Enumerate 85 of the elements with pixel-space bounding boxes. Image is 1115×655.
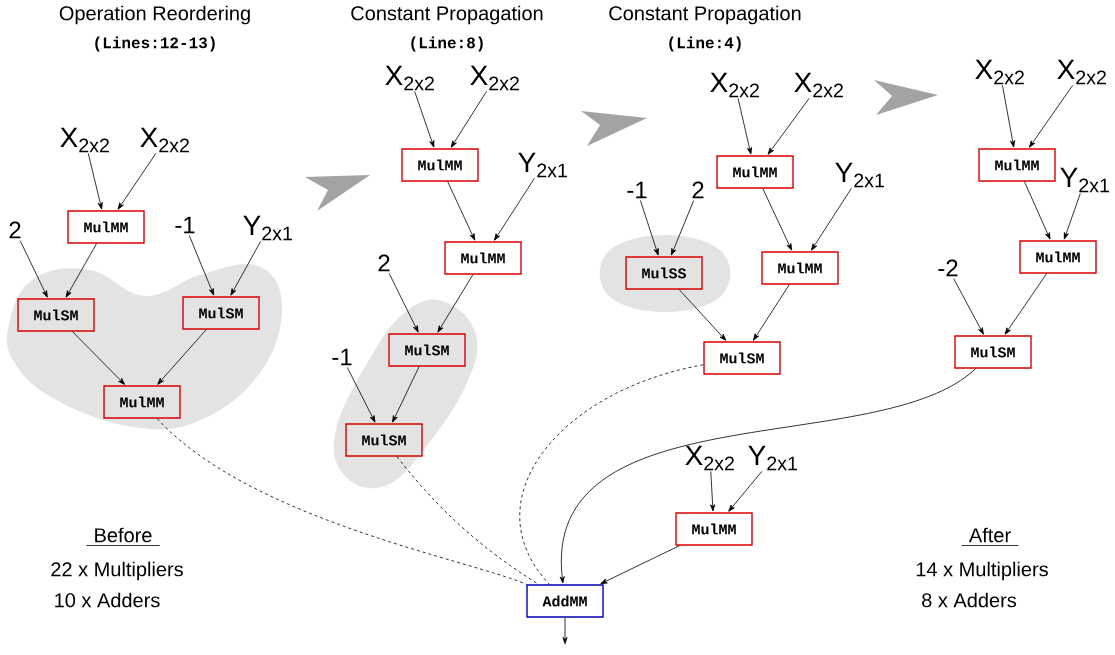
summary-text: 8 x Adders [922, 592, 1017, 608]
operation-box: MulSM [182, 296, 260, 330]
operation-box: MulSM [17, 298, 95, 332]
constant-label: -1 [332, 348, 352, 366]
arrow [710, 471, 716, 512]
arrow [1002, 85, 1016, 148]
arrow [87, 153, 103, 210]
arrow [157, 329, 207, 385]
input-label: X$_{2x2}$ [60, 127, 109, 153]
operation-box: MulSS [625, 256, 703, 290]
operation-box: MulSM [345, 423, 423, 457]
arrow [678, 289, 727, 341]
arrow [1024, 181, 1051, 240]
operation-box: MulMM [401, 148, 479, 182]
summary-text: 14 x Multipliers [916, 561, 1048, 581]
arrow [767, 98, 810, 155]
operation-box: MulSM [954, 335, 1032, 369]
input-label: X$_{2x2}$ [975, 59, 1024, 85]
panel-title: Constant Propagation [351, 5, 543, 25]
input-label: Y$_{2x1}$ [243, 215, 292, 241]
arrow [65, 243, 97, 298]
arrow [762, 188, 793, 251]
input-label: X$_{2x2}$ [685, 445, 734, 471]
arrow [450, 91, 487, 148]
arrow [640, 200, 659, 256]
line-reference: (Line:4) [669, 36, 741, 52]
constant-label: 2 [9, 221, 21, 239]
operation-box: MulMM [67, 210, 145, 244]
arrow [811, 188, 852, 251]
line-reference: (Line:8) [411, 36, 483, 52]
arrow [437, 274, 474, 333]
summary-text: 10 x Adders [55, 592, 160, 608]
constant-label: -2 [938, 259, 958, 277]
arrow [388, 273, 419, 333]
summary-text: 22 x Multipliers [51, 561, 183, 581]
arrow [728, 471, 763, 512]
operation-box: MulSM [388, 333, 466, 367]
arrow [1029, 85, 1074, 148]
constant-label: 2 [378, 254, 390, 272]
arrow [600, 545, 680, 585]
arrow [670, 200, 695, 256]
arrow [737, 98, 752, 155]
constant-label: -1 [175, 216, 195, 234]
arrow [953, 278, 984, 335]
constant-label: 2 [692, 181, 704, 199]
arrow [392, 366, 420, 423]
arrow [559, 368, 976, 584]
operation-box: MulSM [703, 341, 781, 375]
input-label: Y$_{2x1}$ [518, 152, 567, 178]
input-label: X$_{2x2}$ [794, 72, 843, 98]
arrow [346, 367, 376, 423]
arrow [494, 178, 535, 241]
operation-box: MulMM [675, 512, 753, 546]
operation-box: MulMM [444, 241, 522, 275]
input-label: Y$_{2x1}$ [1060, 167, 1109, 193]
panel-title: Constant Propagation [609, 5, 801, 25]
input-label: X$_{2x2}$ [385, 65, 434, 91]
arrow [1063, 193, 1081, 240]
arrow [1004, 273, 1047, 335]
summary-heading: After [968, 527, 1011, 543]
constant-label: -1 [627, 181, 647, 199]
operation-box: MulMM [978, 148, 1056, 182]
input-label: Y$_{2x1}$ [748, 445, 797, 471]
arrow [72, 331, 126, 385]
input-label: Y$_{2x1}$ [835, 162, 884, 188]
arrow [753, 284, 790, 341]
arrow [188, 235, 215, 296]
summary-heading: Before [95, 527, 152, 543]
operation-box: AddMM [526, 584, 604, 618]
operation-box: MulMM [716, 155, 794, 189]
panel-title: Operation Reordering [59, 5, 250, 25]
arrow [19, 240, 48, 298]
operation-box: MulMM [761, 251, 839, 285]
operation-box: MulMM [1019, 240, 1097, 274]
arrow [447, 181, 476, 241]
input-label: X$_{2x2}$ [1057, 59, 1106, 85]
operation-box: MulMM [103, 385, 181, 419]
line-reference: (Lines:12-13) [95, 36, 215, 52]
arrow [414, 91, 435, 148]
input-label: X$_{2x2}$ [140, 127, 189, 153]
input-label: X$_{2x2}$ [710, 72, 759, 98]
arrow [230, 241, 261, 296]
arrow [117, 153, 157, 210]
arrow [562, 617, 568, 645]
input-label: X$_{2x2}$ [470, 65, 519, 91]
